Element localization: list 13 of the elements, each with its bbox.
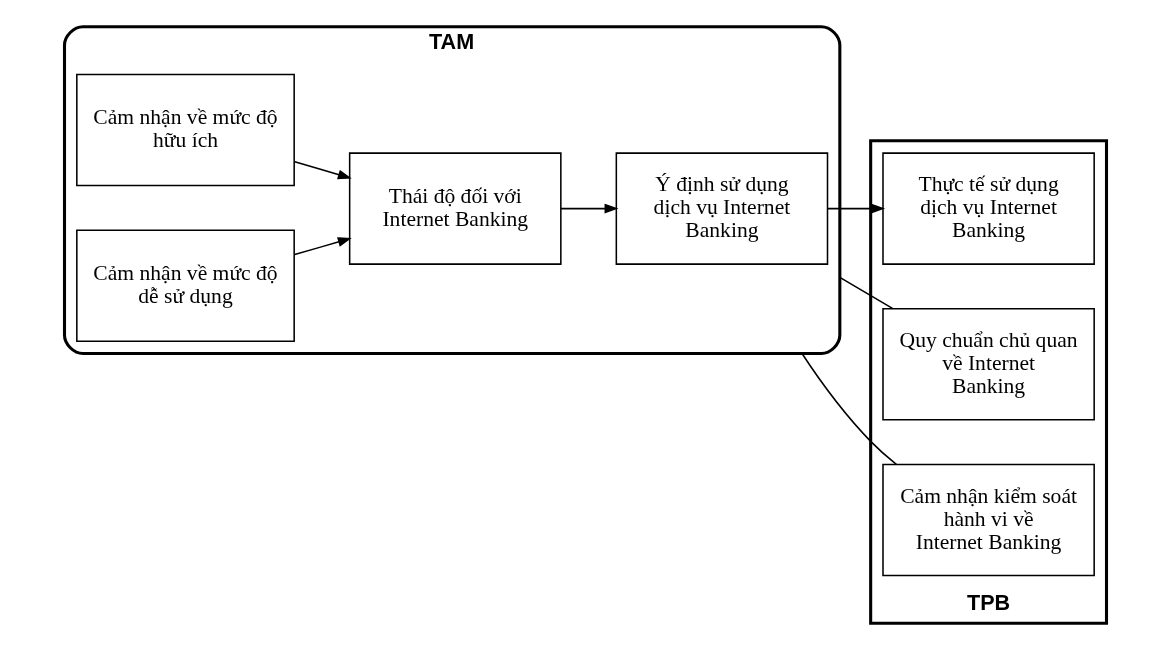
connector [838,276,894,310]
node-box: Cảm nhận về mức độ dễ sử dụng [75,229,295,342]
node-box: Thái độ đối với Internet Banking [348,152,562,265]
node-box: Thực tế sử dụng dịch vụ Internet Banking [881,152,1095,265]
node-box: Ý định sử dụng dịch vụ Internet Banking [615,152,828,265]
arrow [293,161,352,180]
node-box: Cảm nhận về mức độ hữu ích [75,73,295,187]
arrow [559,203,618,214]
node-box: Quy chuẩn chủ quan về Internet Banking [881,308,1095,421]
arrow [826,203,885,214]
arrow [293,237,352,256]
node-box: Cảm nhận kiểm soát hành vi về Internet Banking [881,463,1095,577]
connector [800,352,897,466]
